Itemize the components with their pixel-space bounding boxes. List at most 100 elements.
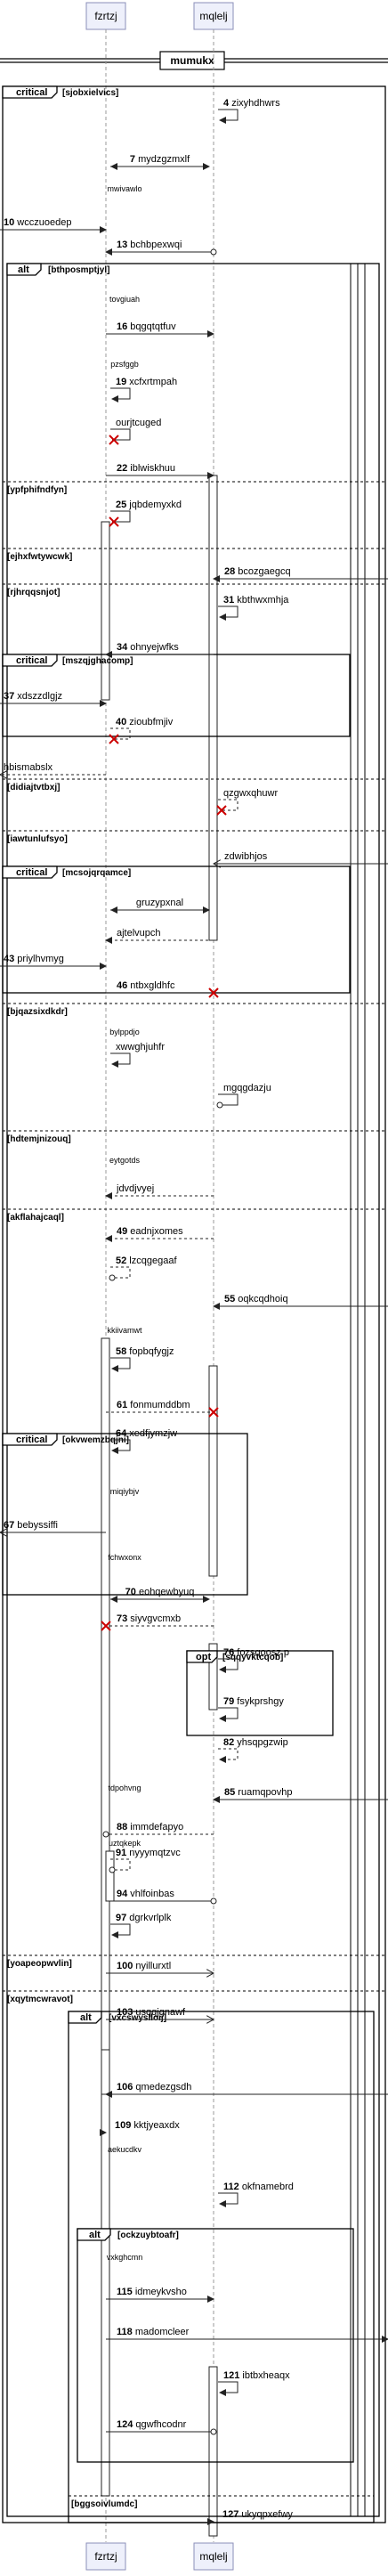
self-message-arrow [110, 727, 131, 740]
message-label: 103 usqqjgnawf [117, 2007, 186, 2018]
self-message-arrow [218, 1658, 238, 1673]
message-label: qzgwxqhuwr [223, 788, 278, 799]
note: uztqkepk [109, 1839, 141, 1848]
message-label: 46 ntbxgldhfc [117, 980, 175, 991]
message-label: 79 fsykprshgy [223, 1696, 284, 1707]
note: tdpohvng [108, 1784, 141, 1792]
frame-guard-label: [bthposmptjyl] [48, 265, 109, 275]
frame-guard-label: [mszqjghacomp] [62, 656, 133, 666]
message-endpoint [210, 1897, 217, 1905]
separator-label: [bggsoivlumdc] [71, 2499, 137, 2509]
frame-critical [2, 85, 386, 2523]
self-message-arrow [110, 1357, 131, 1372]
message-label: 13 bchbpexwqi [117, 240, 182, 250]
destroy-mark [109, 435, 119, 445]
separator-label: [ejhxfwtywcwk] [7, 552, 72, 562]
note: fchwxonx [108, 1553, 141, 1562]
diagram-title: mumukx [170, 54, 214, 67]
note: miqiybjv [110, 1487, 140, 1496]
message-label: 106 qmedezgsdh [117, 2082, 191, 2092]
message-label: 115 idmeykvsho [117, 2287, 187, 2297]
message-label: 94 vhlfoinbas [117, 1889, 174, 1899]
participant-box[interactable] [85, 2542, 126, 2571]
message-label: 34 ohnyejwfks [117, 642, 179, 653]
activation-bar [208, 475, 218, 941]
frame-tab [186, 1650, 218, 1663]
message-label: 40 zioubfmjiv [116, 717, 174, 727]
message-endpoint [210, 248, 217, 256]
frame-guard-label: [sqqyvktcqob] [222, 1653, 283, 1662]
message-endpoint [109, 1866, 116, 1873]
destroy-mark [109, 516, 119, 527]
frame-tab [2, 654, 58, 667]
message-label: 37 xdszzdlgjz [4, 691, 62, 702]
message-endpoint [102, 1831, 109, 1838]
message-label: mgqgdazju [223, 1083, 271, 1093]
message-endpoint [109, 1274, 116, 1281]
self-message-arrow [218, 2381, 238, 2396]
self-message-arrow [110, 428, 131, 441]
message-label: ajtelvupch [117, 928, 161, 939]
message-label: 58 fopbqfygjz [116, 1346, 174, 1357]
participant-label: mqlelj [199, 2550, 227, 2563]
message-label: 127 ukyqpxefwy [222, 2509, 293, 2520]
frame-kind-label: critical [16, 87, 47, 98]
participant-box[interactable] [193, 2542, 234, 2571]
destroy-mark [109, 734, 119, 744]
participant-box[interactable] [85, 2, 126, 30]
destroy-mark [208, 987, 219, 998]
message-label: 82 yhsqpgzwip [223, 1737, 288, 1748]
message-label: 16 bqgqtqtfuv [117, 321, 176, 332]
participant-label: mqlelj [199, 10, 227, 22]
note: mwivawlo [107, 184, 141, 193]
self-message-arrow [218, 1707, 238, 1722]
frame-tab [77, 2228, 111, 2241]
message-endpoint [216, 1101, 223, 1109]
self-message-arrow [110, 1439, 131, 1454]
note: bylppdjo [109, 1028, 140, 1036]
message-label: hbismabslx [4, 762, 53, 773]
activation-bar [101, 1337, 110, 2497]
message-label: gruzypxnal [136, 898, 183, 908]
self-message-arrow [218, 2192, 238, 2207]
self-message-arrow [110, 1923, 131, 1938]
message-label: 4 zixyhdhwrs [223, 98, 280, 109]
separator-label: [xqytmcwravot] [7, 1995, 73, 2004]
message-label: 43 priylhvmyg [4, 954, 64, 964]
note: kkiivamwt [107, 1326, 142, 1335]
frame-alt [77, 2228, 354, 2463]
activation-bar [208, 1365, 218, 1577]
frame-guard-label: [sjobxielvics] [62, 88, 118, 98]
self-message-arrow [110, 510, 131, 523]
message-label: zdwibhjos [224, 851, 268, 862]
separator-label: [ypfphifndfyn] [7, 485, 67, 495]
frame-kind-label: alt [89, 2230, 101, 2240]
message-label: 76 fozsqoosz p [223, 1647, 289, 1658]
frame-critical [2, 1433, 248, 1596]
message-label: 112 okfnamebrd [223, 2182, 294, 2192]
message-label: 109 kktjyeaxdx [115, 2120, 180, 2131]
separator-label: [didiajtvtbxj] [7, 783, 60, 792]
frame-tab [2, 1433, 58, 1446]
note: tovgiuah [109, 295, 140, 304]
note: eytgotds [109, 1156, 141, 1165]
note: vxkghcmn [107, 2253, 143, 2262]
activation-bar [101, 2049, 110, 2095]
frame-kind-label: critical [16, 655, 47, 666]
frame-guard-label: [vxcswyslloij] [109, 2013, 166, 2023]
self-message-arrow [218, 1093, 238, 1106]
message-label: xwwghjuhfr [116, 1042, 165, 1052]
message-label: jdvdjvyej [116, 1183, 154, 1194]
destroy-mark [208, 1407, 219, 1418]
message-label: 55 oqkcqdhoiq [224, 1294, 288, 1304]
frame-critical [2, 865, 351, 994]
participant-label: fzrtzj [94, 2550, 117, 2563]
separator-label: [yoapeopwvlin] [7, 1959, 72, 1969]
frame-kind-label: critical [16, 1434, 47, 1445]
message-endpoint [210, 2428, 217, 2435]
frame-guard-label: [okvwemzbqjni] [62, 1435, 129, 1445]
message-label: 22 iblwiskhuu [117, 463, 175, 474]
frame-tab [68, 2011, 102, 2024]
